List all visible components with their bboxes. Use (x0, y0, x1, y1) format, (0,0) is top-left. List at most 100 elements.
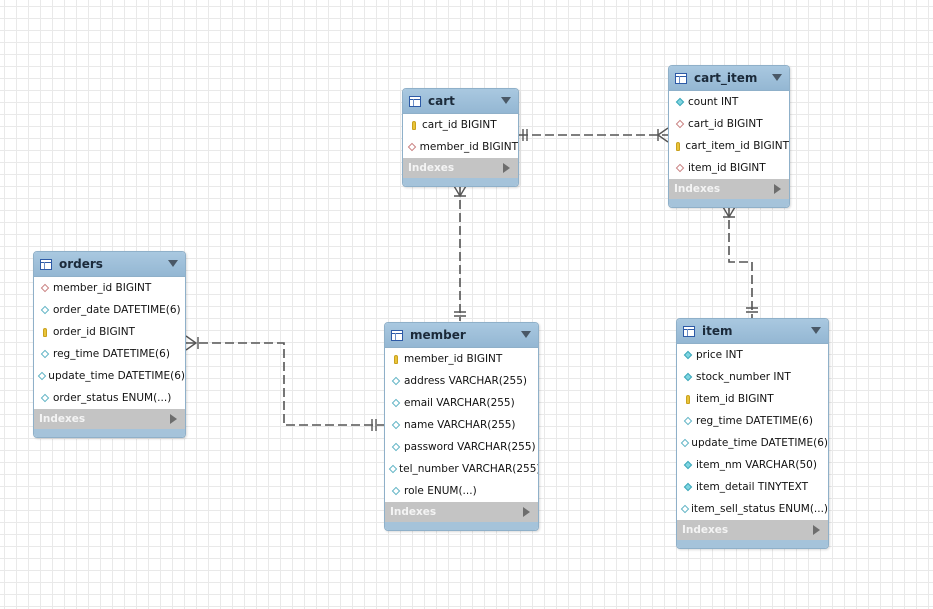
table-header[interactable]: cart (403, 89, 518, 114)
table-orders[interactable]: orders member_id BIGINT order_date DATET… (33, 251, 186, 438)
column-row[interactable]: member_id BIGINT (403, 136, 518, 158)
table-footer (385, 522, 538, 530)
not-null-column-icon (683, 372, 692, 382)
column-row[interactable]: reg_time DATETIME(6) (34, 343, 185, 365)
foreign-key-icon (675, 119, 684, 129)
table-header[interactable]: item (677, 319, 828, 344)
column-label: cart_id BIGINT (688, 118, 763, 130)
one-marker-member-left (371, 419, 377, 431)
column-row[interactable]: update_time DATETIME(6) (677, 432, 828, 454)
table-icon (40, 258, 52, 270)
table-name: item (702, 324, 733, 338)
collapse-icon[interactable] (168, 260, 178, 267)
expand-icon[interactable] (774, 184, 781, 194)
column-row[interactable]: update_time DATETIME(6) (34, 365, 185, 387)
column-row[interactable]: order_date DATETIME(6) (34, 299, 185, 321)
column-row[interactable]: address VARCHAR(255) (385, 370, 538, 392)
table-header[interactable]: cart_item (669, 66, 789, 91)
column-label: item_detail TINYTEXT (696, 481, 809, 493)
expand-icon[interactable] (813, 525, 820, 535)
column-row[interactable]: email VARCHAR(255) (385, 392, 538, 414)
table-cart[interactable]: cart cart_id BIGINT member_id BIGINT Ind… (402, 88, 519, 187)
relationship-member-orders[interactable] (186, 342, 384, 426)
table-item[interactable]: item price INT stock_number INT item_id … (676, 318, 829, 549)
nullable-column-icon (391, 398, 400, 408)
indexes-section[interactable]: Indexes (677, 520, 828, 540)
table-icon (391, 329, 403, 341)
many-marker-cart-item-left (656, 127, 669, 143)
column-row[interactable]: order_id BIGINT (34, 321, 185, 343)
many-marker-cart-bottom (453, 185, 467, 198)
table-footer (34, 429, 185, 437)
column-row[interactable]: member_id BIGINT (34, 277, 185, 299)
primary-key-icon (393, 354, 398, 364)
nullable-column-icon (391, 486, 400, 496)
column-row[interactable]: member_id BIGINT (385, 348, 538, 370)
collapse-icon[interactable] (521, 331, 531, 338)
expand-icon[interactable] (170, 414, 177, 424)
indexes-label: Indexes (390, 506, 437, 518)
column-row[interactable]: tel_number VARCHAR(255) (385, 458, 538, 480)
column-label: update_time DATETIME(6) (48, 370, 185, 382)
collapse-icon[interactable] (772, 74, 782, 81)
primary-key-icon (685, 394, 690, 404)
table-footer (669, 199, 789, 207)
column-row[interactable]: item_nm VARCHAR(50) (677, 454, 828, 476)
collapse-icon[interactable] (811, 327, 821, 334)
column-row[interactable]: password VARCHAR(255) (385, 436, 538, 458)
column-label: order_date DATETIME(6) (53, 304, 181, 316)
expand-icon[interactable] (523, 507, 530, 517)
column-row[interactable]: cart_id BIGINT (403, 114, 518, 136)
collapse-icon[interactable] (501, 97, 511, 104)
column-row[interactable]: item_id BIGINT (669, 157, 789, 179)
indexes-label: Indexes (408, 162, 455, 174)
table-icon (675, 72, 687, 84)
column-row[interactable]: cart_item_id BIGINT (669, 135, 789, 157)
not-null-column-icon (683, 482, 692, 492)
indexes-label: Indexes (682, 524, 729, 536)
indexes-section[interactable]: Indexes (669, 179, 789, 199)
table-name: cart (428, 94, 455, 108)
indexes-label: Indexes (39, 413, 86, 425)
column-row[interactable]: price INT (677, 344, 828, 366)
column-label: update_time DATETIME(6) (691, 437, 828, 449)
column-row[interactable]: item_id BIGINT (677, 388, 828, 410)
one-marker-member-top (454, 311, 466, 317)
column-label: item_id BIGINT (696, 393, 774, 405)
primary-key-icon (676, 141, 681, 151)
nullable-column-icon (40, 349, 49, 359)
table-header[interactable]: orders (34, 252, 185, 277)
table-header[interactable]: member (385, 323, 538, 348)
indexes-section[interactable]: Indexes (385, 502, 538, 522)
column-label: reg_time DATETIME(6) (696, 415, 813, 427)
indexes-section[interactable]: Indexes (403, 158, 518, 178)
many-marker-cart-item-bottom (722, 206, 736, 219)
table-cart-item[interactable]: cart_item count INT cart_id BIGINT cart_… (668, 65, 790, 208)
relationship-item-cart-item[interactable] (728, 207, 753, 318)
column-label: item_nm VARCHAR(50) (696, 459, 817, 471)
indexes-section[interactable]: Indexes (34, 409, 185, 429)
table-icon (409, 95, 421, 107)
column-row[interactable]: item_detail TINYTEXT (677, 476, 828, 498)
column-label: tel_number VARCHAR(255) (399, 463, 539, 475)
column-row[interactable]: count INT (669, 91, 789, 113)
primary-key-icon (411, 120, 416, 130)
column-label: role ENUM(...) (404, 485, 477, 497)
column-label: member_id BIGINT (53, 282, 152, 294)
column-row[interactable]: item_sell_status ENUM(...) (677, 498, 828, 520)
column-row[interactable]: stock_number INT (677, 366, 828, 388)
expand-icon[interactable] (503, 163, 510, 173)
one-marker-cart-right (522, 129, 528, 141)
column-row[interactable]: role ENUM(...) (385, 480, 538, 502)
column-row[interactable]: order_status ENUM(...) (34, 387, 185, 409)
table-footer (403, 178, 518, 186)
column-label: member_id BIGINT (419, 141, 518, 153)
column-row[interactable]: reg_time DATETIME(6) (677, 410, 828, 432)
column-label: stock_number INT (696, 371, 791, 383)
column-label: member_id BIGINT (404, 353, 503, 365)
table-member[interactable]: member member_id BIGINT address VARCHAR(… (384, 322, 539, 531)
column-row[interactable]: name VARCHAR(255) (385, 414, 538, 436)
table-icon (683, 325, 695, 337)
column-row[interactable]: cart_id BIGINT (669, 113, 789, 135)
